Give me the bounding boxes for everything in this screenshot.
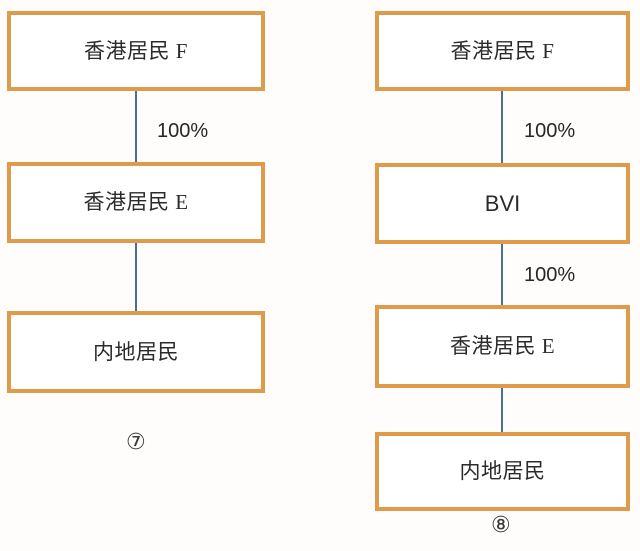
node-label: 香港居民 F — [84, 38, 188, 63]
connector-right-f-to-bvi — [501, 88, 503, 165]
connector-right-e-to-mainland — [501, 386, 503, 434]
connector-left-e-to-mainland — [135, 240, 137, 313]
edge-label-right-bvi-to-e: 100% — [524, 264, 576, 286]
node-label: 内地居民 — [93, 339, 179, 364]
edge-label-left-f-to-e: 100% — [157, 120, 209, 142]
node-left-hk-resident-e[interactable]: 香港居民 E — [7, 162, 265, 243]
node-label: 香港居民 F — [450, 38, 555, 63]
node-label: 香港居民 E — [83, 190, 189, 214]
connector-left-f-to-e — [135, 88, 137, 164]
node-label: 香港居民 E — [449, 334, 556, 358]
connector-right-bvi-to-e — [501, 241, 503, 307]
node-label: 内地居民 — [459, 459, 546, 483]
node-right-bvi[interactable]: BVI — [375, 163, 630, 244]
node-right-mainland-resident[interactable]: 内地居民 — [375, 432, 630, 511]
node-right-hk-resident-e[interactable]: 香港居民 E — [375, 305, 630, 388]
caption-left-structure: ⑦ — [126, 430, 146, 455]
node-left-mainland-resident[interactable]: 内地居民 — [7, 311, 265, 393]
caption-right-structure: ⑧ — [491, 513, 511, 538]
node-label: BVI — [484, 190, 521, 216]
node-left-hk-resident-f[interactable]: 香港居民 F — [7, 11, 265, 91]
node-right-hk-resident-f[interactable]: 香港居民 F — [375, 11, 630, 91]
edge-label-right-f-to-bvi: 100% — [524, 120, 576, 142]
